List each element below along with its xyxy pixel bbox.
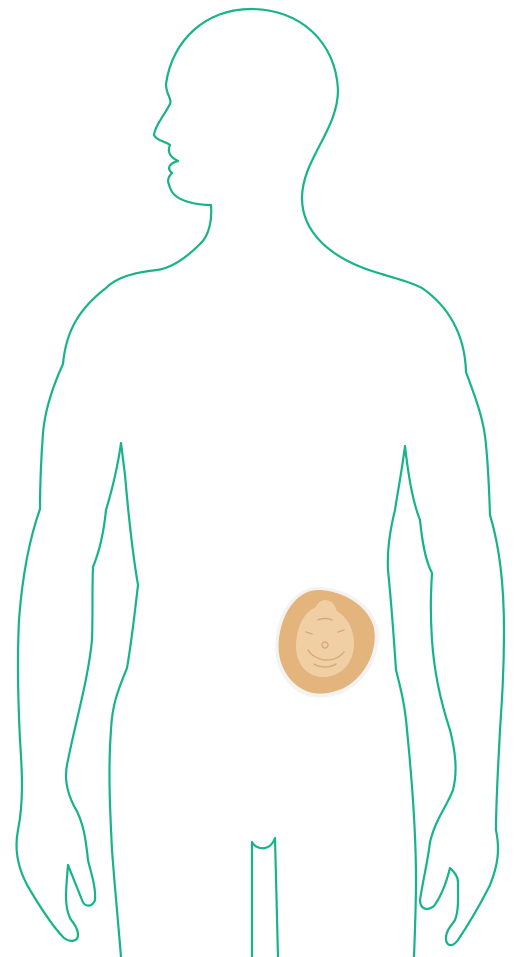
body-outline-right <box>251 9 504 957</box>
body-outline-left <box>17 9 252 957</box>
body-outline-crotch <box>252 838 278 957</box>
ostomy-pouch-icon <box>275 587 379 698</box>
